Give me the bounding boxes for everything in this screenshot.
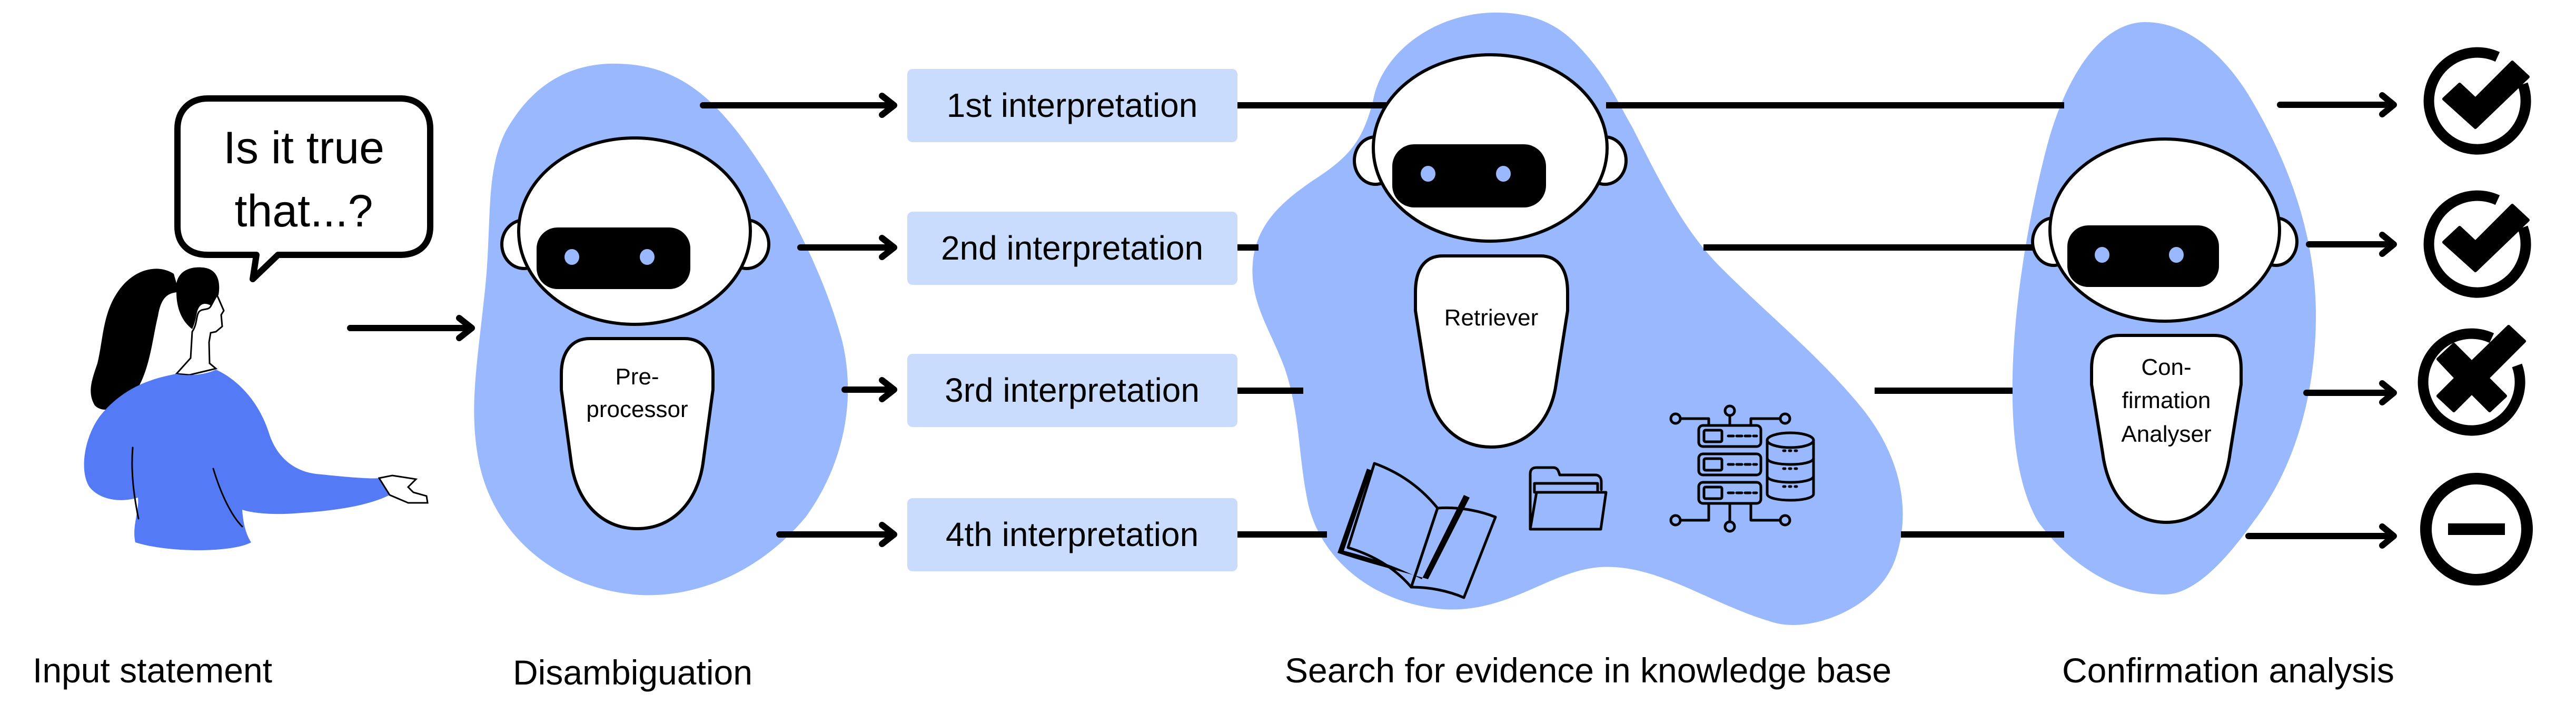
x-circle-icon [2418,325,2526,436]
hair-ponytail [91,269,179,410]
preprocessor-label-line-1: Pre- [615,364,659,390]
robot-body [560,337,715,531]
robot-eye-right [640,249,655,265]
speech-bubble-line-1: Is it true [223,123,384,173]
sweater [84,370,390,550]
speech-bubble-outline [174,95,433,282]
analyser-label-line-3: Analyser [2121,421,2211,447]
interpretation-1: 1st interpretation [907,69,1237,142]
robot-eye-right [1496,166,1511,182]
speech-bubble-line-2: that...? [235,186,373,236]
interpretation-label: 2nd interpretation [941,229,1203,267]
robot-body [1414,254,1569,449]
sweater-fold-right [212,468,243,528]
hair-head [176,267,220,329]
robot-eye-left [2095,247,2109,263]
person-illustration [84,267,429,550]
preprocessor-robot: Pre- processor [500,136,770,531]
preprocessor-label-line-2: processor [586,396,688,422]
book-icon [1337,462,1497,599]
sweater-fold-left [131,447,140,520]
robot-eye-right [2169,247,2184,263]
interpretation-label: 3rd interpretation [945,371,1200,409]
stage-label-disambiguation: Disambiguation [513,653,752,692]
interpretation-4: 4th interpretation [907,498,1237,571]
robot-eye-left [1421,166,1435,182]
stage-label-search: Search for evidence in knowledge base [1285,651,1891,690]
check-circle-icon [2423,190,2531,298]
hand [378,474,429,504]
retriever-robot: Retriever [1353,53,1628,449]
robot-visor [2067,225,2219,287]
retriever-label: Retriever [1444,305,1539,331]
speech-bubble: Is it true that...? [174,95,433,282]
robot-eye-left [564,249,579,265]
outcome-arrows [2245,92,2397,549]
robot-visor [537,227,690,289]
robot-visor [1392,144,1546,207]
input-arrow [347,315,475,341]
interpretation-label: 1st interpretation [947,86,1198,124]
evidence-lines [1237,102,2064,538]
server-database-icon [1669,404,1815,533]
face [174,293,225,376]
interpretation-list: 1st interpretation 2nd interpretation 3r… [907,69,1237,571]
interpretation-3: 3rd interpretation [907,354,1237,427]
interpretation-2: 2nd interpretation [907,212,1237,285]
folder-icon [1529,466,1608,531]
stage-label-confirmation: Confirmation analysis [2062,651,2394,690]
disambiguation-arrows [700,93,897,547]
check-circle-icon [2423,47,2531,155]
analyser-label-line-2: firmation [2122,388,2211,413]
robot-body [2090,334,2243,524]
analyser-label-line-1: Con- [2141,354,2191,380]
interpretation-label: 4th interpretation [946,515,1198,553]
analyser-robot: Con- firmation Analyser [2031,137,2298,524]
stage-label-input: Input statement [33,651,272,690]
minus-circle-icon [2420,473,2533,586]
